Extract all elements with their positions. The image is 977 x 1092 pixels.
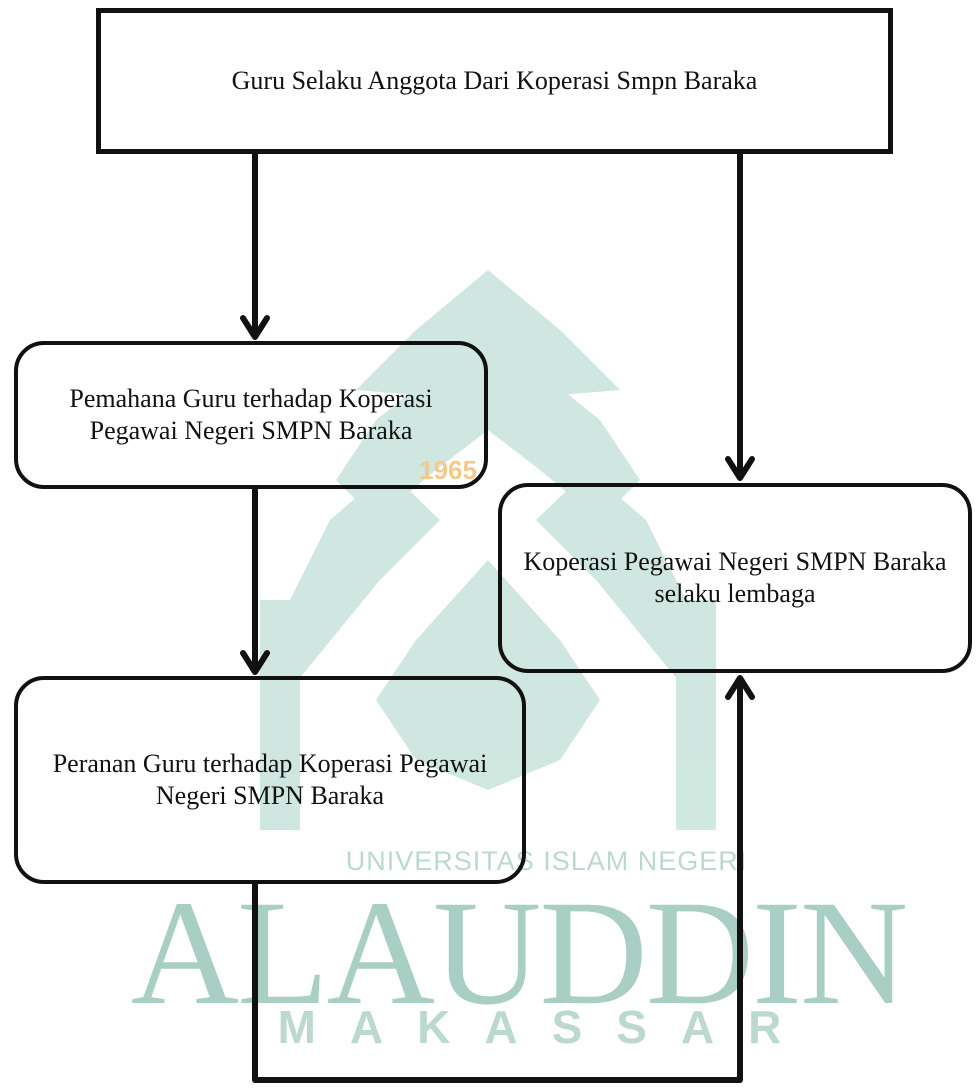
- node-pemahaman: Pemahana Guru terhadap Koperasi Pegawai …: [14, 341, 488, 489]
- node-pemahaman-label: Pemahana Guru terhadap Koperasi Pegawai …: [69, 384, 433, 445]
- arrowhead-peranan: [240, 650, 270, 675]
- arrow-peranan-to-koperasi: [252, 677, 743, 1083]
- node-top: Guru Selaku Anggota Dari Koperasi Smpn B…: [96, 8, 893, 154]
- node-koperasi: Koperasi Pegawai Negeri SMPN Baraka sela…: [498, 483, 972, 673]
- arrowhead-koperasi-bottom: [725, 675, 755, 700]
- arrowhead-koperasi-top: [725, 456, 755, 481]
- node-peranan: Peranan Guru terhadap Koperasi Pegawai N…: [14, 676, 526, 884]
- node-peranan-label: Peranan Guru terhadap Koperasi Pegawai N…: [52, 749, 488, 810]
- arrowhead-pemahaman: [240, 315, 270, 340]
- node-koperasi-label: Koperasi Pegawai Negeri SMPN Baraka sela…: [523, 547, 947, 608]
- node-top-label: Guru Selaku Anggota Dari Koperasi Smpn B…: [231, 66, 758, 95]
